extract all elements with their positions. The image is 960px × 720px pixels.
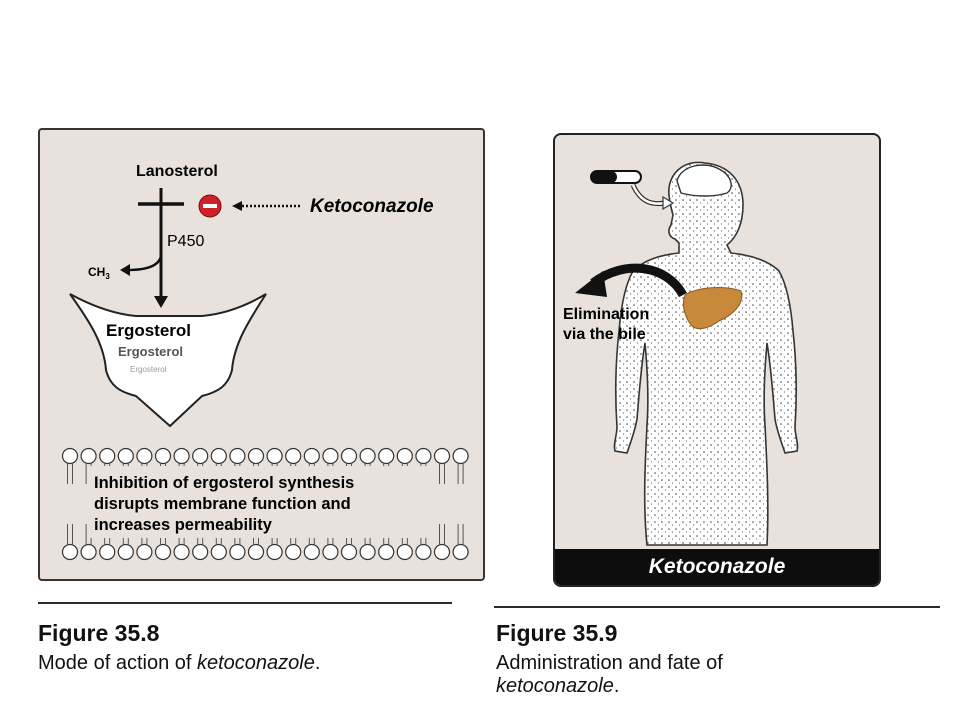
ergosterol-label-2: Ergosterol: [118, 344, 183, 359]
inhibition-icon: [198, 194, 222, 218]
mode-of-action-panel: Lanosterol Ketoconazole P450 CH3 Ergoste…: [38, 128, 485, 581]
lanosterol-label: Lanosterol: [136, 163, 218, 180]
membrane-text-bg: [88, 466, 438, 538]
body-diagram: Elimination via the bile: [563, 161, 799, 546]
figure-35-8-caption: Mode of action of ketoconazole.: [38, 652, 321, 674]
ch3-arrowhead: [120, 264, 130, 276]
membrane-text-line-2: disrupts membrane function and: [94, 495, 351, 513]
membrane-text-line-3: increases permeability: [94, 516, 273, 534]
elimination-label-1: Elimination: [563, 306, 649, 323]
funnel-arrow: [69, 293, 267, 428]
pathway-arrowhead: [154, 296, 168, 308]
brain-icon: [676, 164, 732, 197]
caption-divider-2: [494, 606, 940, 608]
figure-35-9-number: Figure 35.9: [496, 620, 618, 646]
ch3-label: CH3: [88, 265, 110, 281]
phospholipid: [61, 447, 79, 484]
phospholipid: [433, 447, 451, 484]
drug-name-footer: Ketoconazole: [555, 549, 879, 585]
phospholipid: [433, 524, 451, 561]
membrane-bottom-layer: [61, 524, 469, 561]
membrane-text-line-1: Inhibition of ergosterol synthesis: [94, 474, 354, 492]
elimination-label-2: via the bile: [563, 326, 646, 343]
ergosterol-label-1: Ergosterol: [106, 321, 191, 340]
liver-icon: [682, 287, 743, 330]
phospholipid: [80, 447, 97, 484]
dotted-arrowhead: [232, 201, 242, 211]
phospholipid: [61, 524, 79, 561]
p450-label: P450: [167, 233, 204, 250]
capsule-icon: [590, 170, 642, 184]
phospholipid: [452, 524, 469, 561]
drug-distribution-dots: [614, 162, 798, 546]
figure-35-8-number: Figure 35.8: [38, 620, 160, 646]
ketoconazole-label: Ketoconazole: [310, 196, 434, 217]
phospholipid: [452, 447, 469, 484]
ch3-curve: [127, 255, 163, 272]
caption-divider-1: [38, 602, 452, 604]
administration-panel: Elimination via the bile Ketoconazole: [553, 133, 881, 587]
oral-route-arrowhead: [662, 195, 675, 211]
ergosterol-label-3: Ergosterol: [130, 365, 167, 374]
elimination-arrowhead: [575, 271, 607, 297]
mode-of-action-diagram: Lanosterol Ketoconazole P450 CH3 Ergoste…: [61, 163, 469, 561]
